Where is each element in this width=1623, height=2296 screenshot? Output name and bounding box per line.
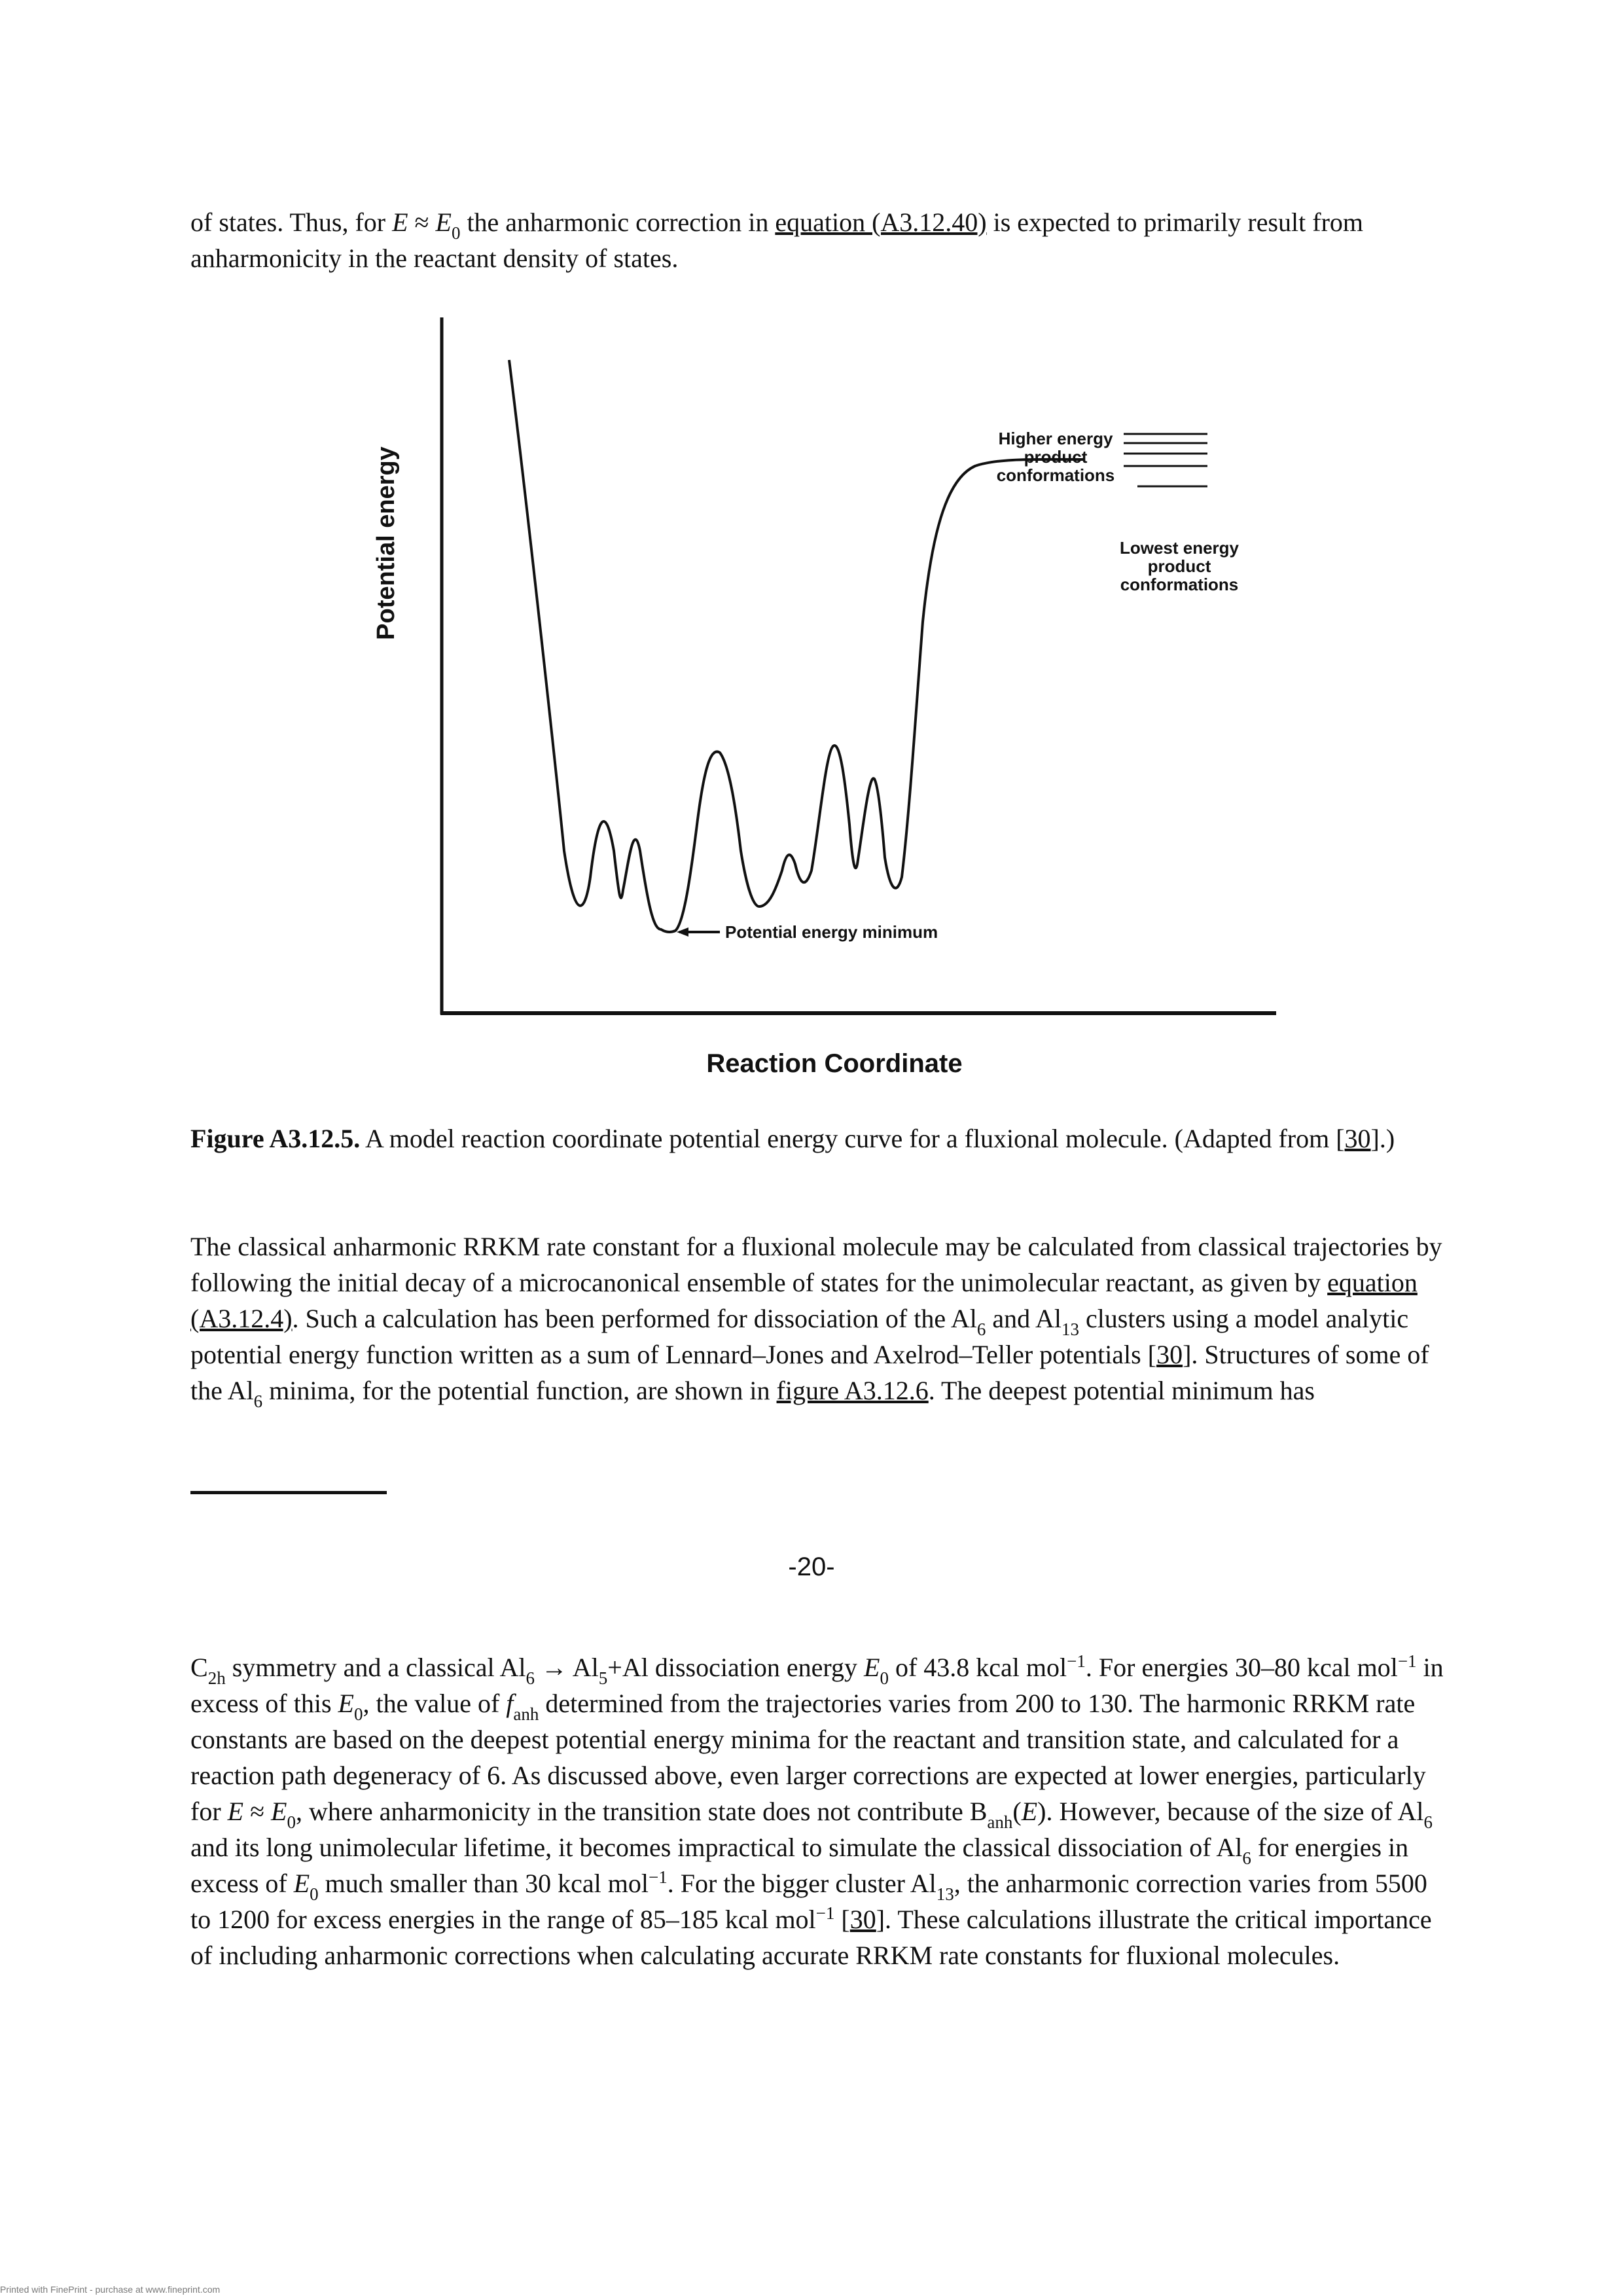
body-paragraph-2: C2h symmetry and a classical Al6 → Al5+A… (190, 1649, 1454, 1973)
p2-text: C (190, 1653, 208, 1682)
approx-symbol: ≈ (243, 1797, 272, 1826)
subscript: 6 (1242, 1848, 1251, 1868)
p2-text: , the value of (363, 1689, 507, 1718)
potential-energy-curve (508, 359, 1084, 934)
subscript: 0 (880, 1668, 889, 1688)
superscript: −1 (1067, 1651, 1086, 1671)
subscript: 0 (310, 1884, 319, 1904)
subscript: 5 (598, 1668, 608, 1688)
p1-text: and Al (986, 1304, 1061, 1333)
minimum-label: Potential energy minimum (725, 922, 938, 942)
higher-energy-label-line-3: conformations (997, 465, 1115, 485)
lowest-energy-label-line-1: Lowest energy (1120, 538, 1240, 558)
body-paragraph-1: The classical anharmonic RRKM rate const… (190, 1229, 1454, 1411)
intro-paragraph: of states. Thus, for E ≈ E0 the anharmon… (190, 204, 1454, 276)
potential-energy-diagram: Higher energy product conformations Lowe… (372, 317, 1276, 1078)
superscript: −1 (815, 1903, 835, 1923)
approx-symbol: ≈ (408, 207, 436, 237)
energy-symbol: E (338, 1689, 354, 1718)
caption-label: Figure A3.12.5. (190, 1124, 361, 1153)
subscript: 13 (1061, 1319, 1079, 1339)
p1-text: The classical anharmonic RRKM rate const… (190, 1232, 1442, 1297)
subscript: 6 (253, 1391, 263, 1411)
subscript: anh (513, 1704, 539, 1724)
potential-energy-figure: Higher energy product conformations Lowe… (353, 314, 1296, 1086)
minimum-arrow-head (677, 927, 688, 937)
energy-symbol: E (227, 1797, 244, 1826)
equation-link[interactable]: equation (A3.12.40) (775, 207, 987, 237)
energy-symbol: E (392, 207, 408, 237)
reference-link[interactable]: 30 (849, 1905, 876, 1934)
p1-text: . Such a calculation has been performed … (292, 1304, 977, 1333)
subscript: 6 (526, 1668, 535, 1688)
y-axis-label: Potential energy (372, 446, 400, 640)
reference-link[interactable]: 30 (1156, 1340, 1183, 1369)
watermark: Printed with FinePrint - purchase at www… (0, 2284, 221, 2295)
p1-text: . The deepest potential minimum has (928, 1376, 1315, 1405)
intro-text-1: of states. Thus, for (190, 207, 393, 237)
p2-text: . For energies 30–80 kcal mol (1085, 1653, 1398, 1682)
subscript: 13 (936, 1884, 954, 1904)
p2-text: , where anharmonicity in the transition … (295, 1797, 988, 1826)
caption-end: ].) (1370, 1124, 1395, 1153)
lowest-energy-label-line-2: product (1148, 556, 1211, 576)
p1-text: clusters using a model analytic potentia… (190, 1304, 1409, 1369)
p2-text: of 43.8 kcal mol (888, 1653, 1067, 1682)
p2-text: +Al dissociation energy (607, 1653, 865, 1682)
p2-text: . For the bigger cluster Al (667, 1869, 936, 1898)
subscript: 6 (976, 1319, 986, 1339)
p1-text: minima, for the potential function, are … (262, 1376, 777, 1405)
intro-text-3: is expected to primarily result from anh… (190, 207, 1364, 273)
p2-text: → Al (534, 1653, 599, 1682)
subscript: 0 (451, 223, 461, 243)
subscript: anh (987, 1812, 1013, 1832)
intro-text-2: the anharmonic correction in (460, 207, 776, 237)
p2-text: symmetry and a classical Al (225, 1653, 526, 1682)
lowest-energy-label-line-3: conformations (1120, 575, 1239, 594)
energy-symbol: E (293, 1869, 310, 1898)
higher-energy-label-line-1: Higher energy (999, 429, 1113, 448)
subscript: 6 (1423, 1812, 1433, 1832)
p2-text: in excess of this (190, 1653, 1444, 1718)
superscript: −1 (1397, 1651, 1417, 1671)
superscript: −1 (648, 1867, 668, 1887)
p2-text: , the anharmonic correction varies from … (190, 1869, 1427, 1934)
p2-text: for energies in excess of (190, 1833, 1409, 1898)
figure-link[interactable]: figure A3.12.6 (776, 1376, 929, 1405)
subscript: 0 (353, 1704, 363, 1724)
p2-text: much smaller than 30 kcal mol (318, 1869, 649, 1898)
x-axis-label: Reaction Coordinate (706, 1049, 962, 1078)
caption-text: A model reaction coordinate potential en… (360, 1124, 1345, 1153)
subscript: 0 (287, 1812, 296, 1832)
figure-caption: Figure A3.12.5. A model reaction coordin… (190, 1121, 1454, 1157)
equation-link[interactable]: equation (A3.12.4) (190, 1268, 1418, 1333)
p2-text: determined from the trajectories varies … (190, 1689, 1426, 1826)
reference-link[interactable]: 30 (1344, 1124, 1371, 1153)
p2-text: ( (1012, 1797, 1022, 1826)
subscript: 2h (207, 1668, 226, 1688)
p2-text: [ (834, 1905, 850, 1934)
energy-threshold-symbol: E (435, 207, 452, 237)
p2-text: ]. These calculations illustrate the cri… (190, 1905, 1432, 1970)
page-number: -20- (788, 1552, 835, 1581)
p2-text: and its long unimolecular lifetime, it b… (190, 1833, 1243, 1862)
p1-text: ]. Structures of some of the Al (190, 1340, 1429, 1405)
energy-symbol: E (1021, 1797, 1038, 1826)
f-symbol: f (506, 1689, 514, 1718)
p2-text: ). However, because of the size of Al (1037, 1797, 1424, 1826)
higher-energy-label-line-2: product (1024, 447, 1088, 467)
energy-symbol: E (864, 1653, 880, 1682)
footnote-rule (190, 1491, 387, 1494)
energy-symbol: E (271, 1797, 287, 1826)
